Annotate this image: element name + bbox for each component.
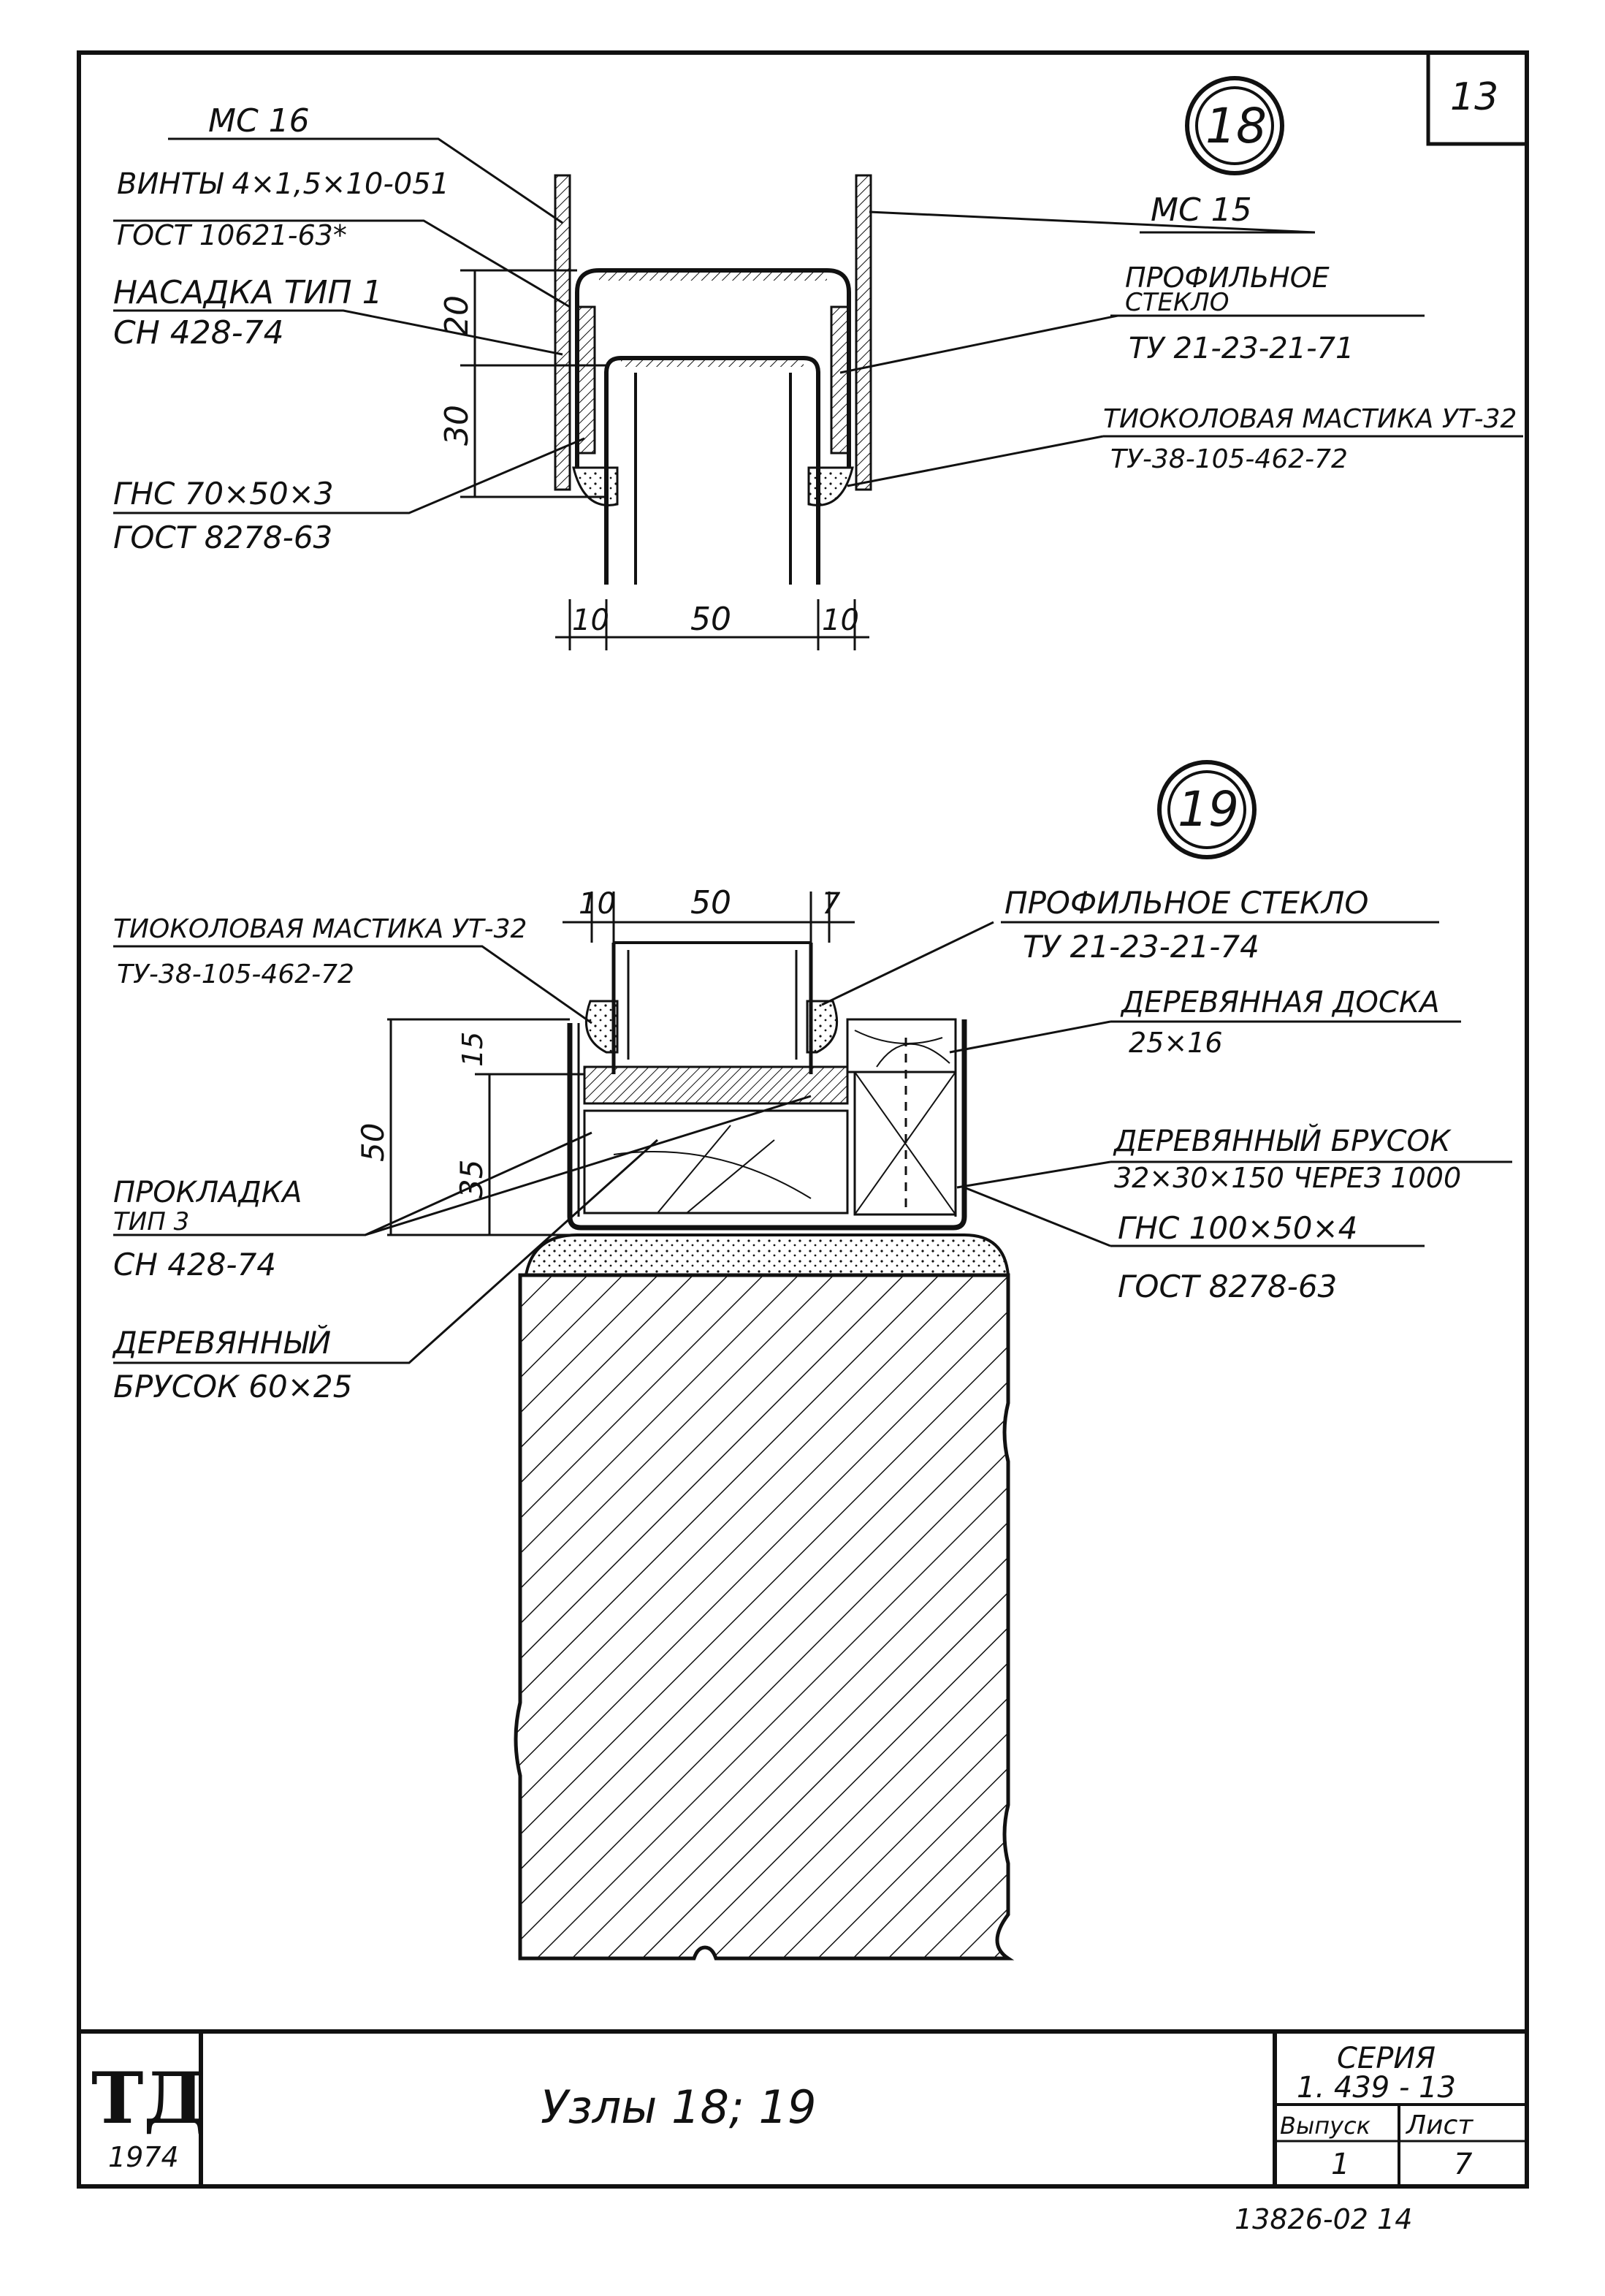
label-channel-2: ГОСТ 8278-63: [113, 520, 332, 555]
n19-label-bar60-2: БРУСОК 60×25: [113, 1369, 352, 1404]
n19-label-mastic-2: ТУ-38-105-462-72: [117, 959, 354, 989]
node-19-channel: [567, 1019, 967, 1231]
node-19-wall-cushion: [524, 1233, 1010, 1277]
label-glass-3: ТУ 21-23-21-71: [1129, 332, 1354, 365]
node-18-mastic-left: [572, 466, 619, 506]
node-19: 19 10 50 7: [112, 760, 1512, 1961]
node-18-mastic-right: [807, 466, 854, 506]
n19-label-channel-2: ГОСТ 8278-63: [1118, 1269, 1337, 1304]
node-18-right-glass: [855, 174, 872, 491]
sheet-number: 13: [1450, 75, 1498, 119]
svg-text:50: 50: [690, 601, 731, 638]
sheet-title: Узлы 18; 19: [541, 2080, 816, 2134]
n19-label-glass-2: ТУ 21-23-21-74: [1023, 929, 1259, 965]
series-label: СЕРИЯ: [1337, 2042, 1436, 2075]
n19-label-mastic-1: ТИОКОЛОВАЯ МАСТИКА УТ-32: [113, 914, 527, 944]
label-nozzle-1: НАСАДКА ТИП 1: [113, 274, 383, 311]
node-18-horizontal-dims: 10 50 10: [555, 599, 869, 650]
svg-text:20: 20: [438, 295, 476, 336]
n19-label-gasket-1: ПРОКЛАДКА: [113, 1176, 302, 1209]
svg-text:18: 18: [1205, 98, 1267, 154]
archive-number: 13826-02 14: [1235, 2203, 1412, 2235]
node-18-left-glass: [554, 174, 571, 491]
node-19-leaders: [113, 921, 1512, 1364]
n19-label-gasket-2: ТИП 3: [113, 1207, 189, 1236]
svg-text:10: 10: [822, 604, 859, 637]
n19-label-bar32-2: 32×30×150 ЧЕРЕЗ 1000: [1114, 1162, 1461, 1194]
sheet-number-box: 13: [1426, 50, 1529, 146]
label-nozzle-2: СН 428-74: [113, 314, 284, 351]
label-mastic-1: ТИОКОЛОВАЯ МАСТИКА УТ-32: [1103, 404, 1517, 434]
stamp-year: 1974: [108, 2141, 179, 2173]
label-mastic-2: ТУ-38-105-462-72: [1110, 444, 1348, 474]
label-screws-1: ВИНТЫ 4×1,5×10-051: [117, 167, 449, 201]
node-18-inner-channel: [604, 356, 820, 585]
node-19-wall: [514, 1273, 1015, 1961]
title-block: ТД 1974 Узлы 18; 19 СЕРИЯ 1. 439 - 13 Вы…: [79, 2029, 1527, 2186]
node-19-profiled-glass: [611, 941, 813, 1074]
svg-text:10: 10: [579, 887, 616, 921]
svg-text:50: 50: [690, 884, 731, 921]
n19-label-board-1: ДЕРЕВЯННАЯ ДОСКА: [1120, 986, 1440, 1019]
node-19-badge: 19: [1157, 760, 1257, 859]
issue-label: Выпуск: [1280, 2112, 1371, 2140]
label-channel-1: ГНС 70×50×3: [113, 476, 334, 512]
node-19-top-dims: 10 50 7: [563, 884, 855, 943]
label-glass-1: ПРОФИЛЬНОЕ: [1125, 262, 1330, 294]
node-18-vertical-dims: 20 30: [438, 269, 606, 498]
sheet-value: 7: [1454, 2148, 1473, 2181]
n19-label-glass-1: ПРОФИЛЬНОЕ СТЕКЛО: [1004, 885, 1368, 921]
svg-text:50: 50: [355, 1123, 391, 1162]
node-18-badge: 18: [1185, 76, 1284, 175]
series-value: 1. 439 - 13: [1297, 2071, 1456, 2105]
svg-text:19: 19: [1178, 781, 1239, 837]
node-18-nozzle-right: [830, 305, 850, 455]
svg-text:10: 10: [572, 604, 609, 637]
n19-label-channel-1: ГНС 100×50×4: [1118, 1210, 1357, 1246]
node-19-mastic-left: [584, 1000, 619, 1054]
stamp-logo: ТД: [91, 2057, 206, 2140]
node-18-leaders: [113, 137, 1523, 514]
node-19-wood-bar-60: [583, 1109, 849, 1214]
svg-text:15: 15: [457, 1032, 489, 1067]
svg-text:30: 30: [438, 405, 476, 446]
n19-label-gasket-3: СН 428-74: [113, 1247, 276, 1282]
label-glass-2: СТЕКЛО: [1125, 288, 1229, 317]
issue-value: 1: [1331, 2148, 1349, 2181]
node-18-outer-cap: [575, 268, 851, 468]
n19-label-bar32-1: ДЕРЕВЯННЫЙ БРУСОК: [1113, 1123, 1452, 1158]
node-18: 18 20 30: [113, 76, 1523, 650]
label-mc16: МС 16: [208, 102, 310, 140]
label-screws-2: ГОСТ 10621-63*: [117, 219, 347, 251]
label-mc15: МС 15: [1151, 191, 1252, 229]
node-18-nozzle-left: [576, 305, 596, 455]
node-19-mastic-right: [806, 1000, 839, 1054]
svg-text:7: 7: [822, 887, 841, 921]
n19-label-board-2: 25×16: [1129, 1027, 1223, 1059]
sheet-label: Лист: [1405, 2110, 1474, 2140]
sheet-frame: [77, 50, 1529, 2189]
n19-label-bar60-1: ДЕРЕВЯННЫЙ: [112, 1324, 331, 1361]
